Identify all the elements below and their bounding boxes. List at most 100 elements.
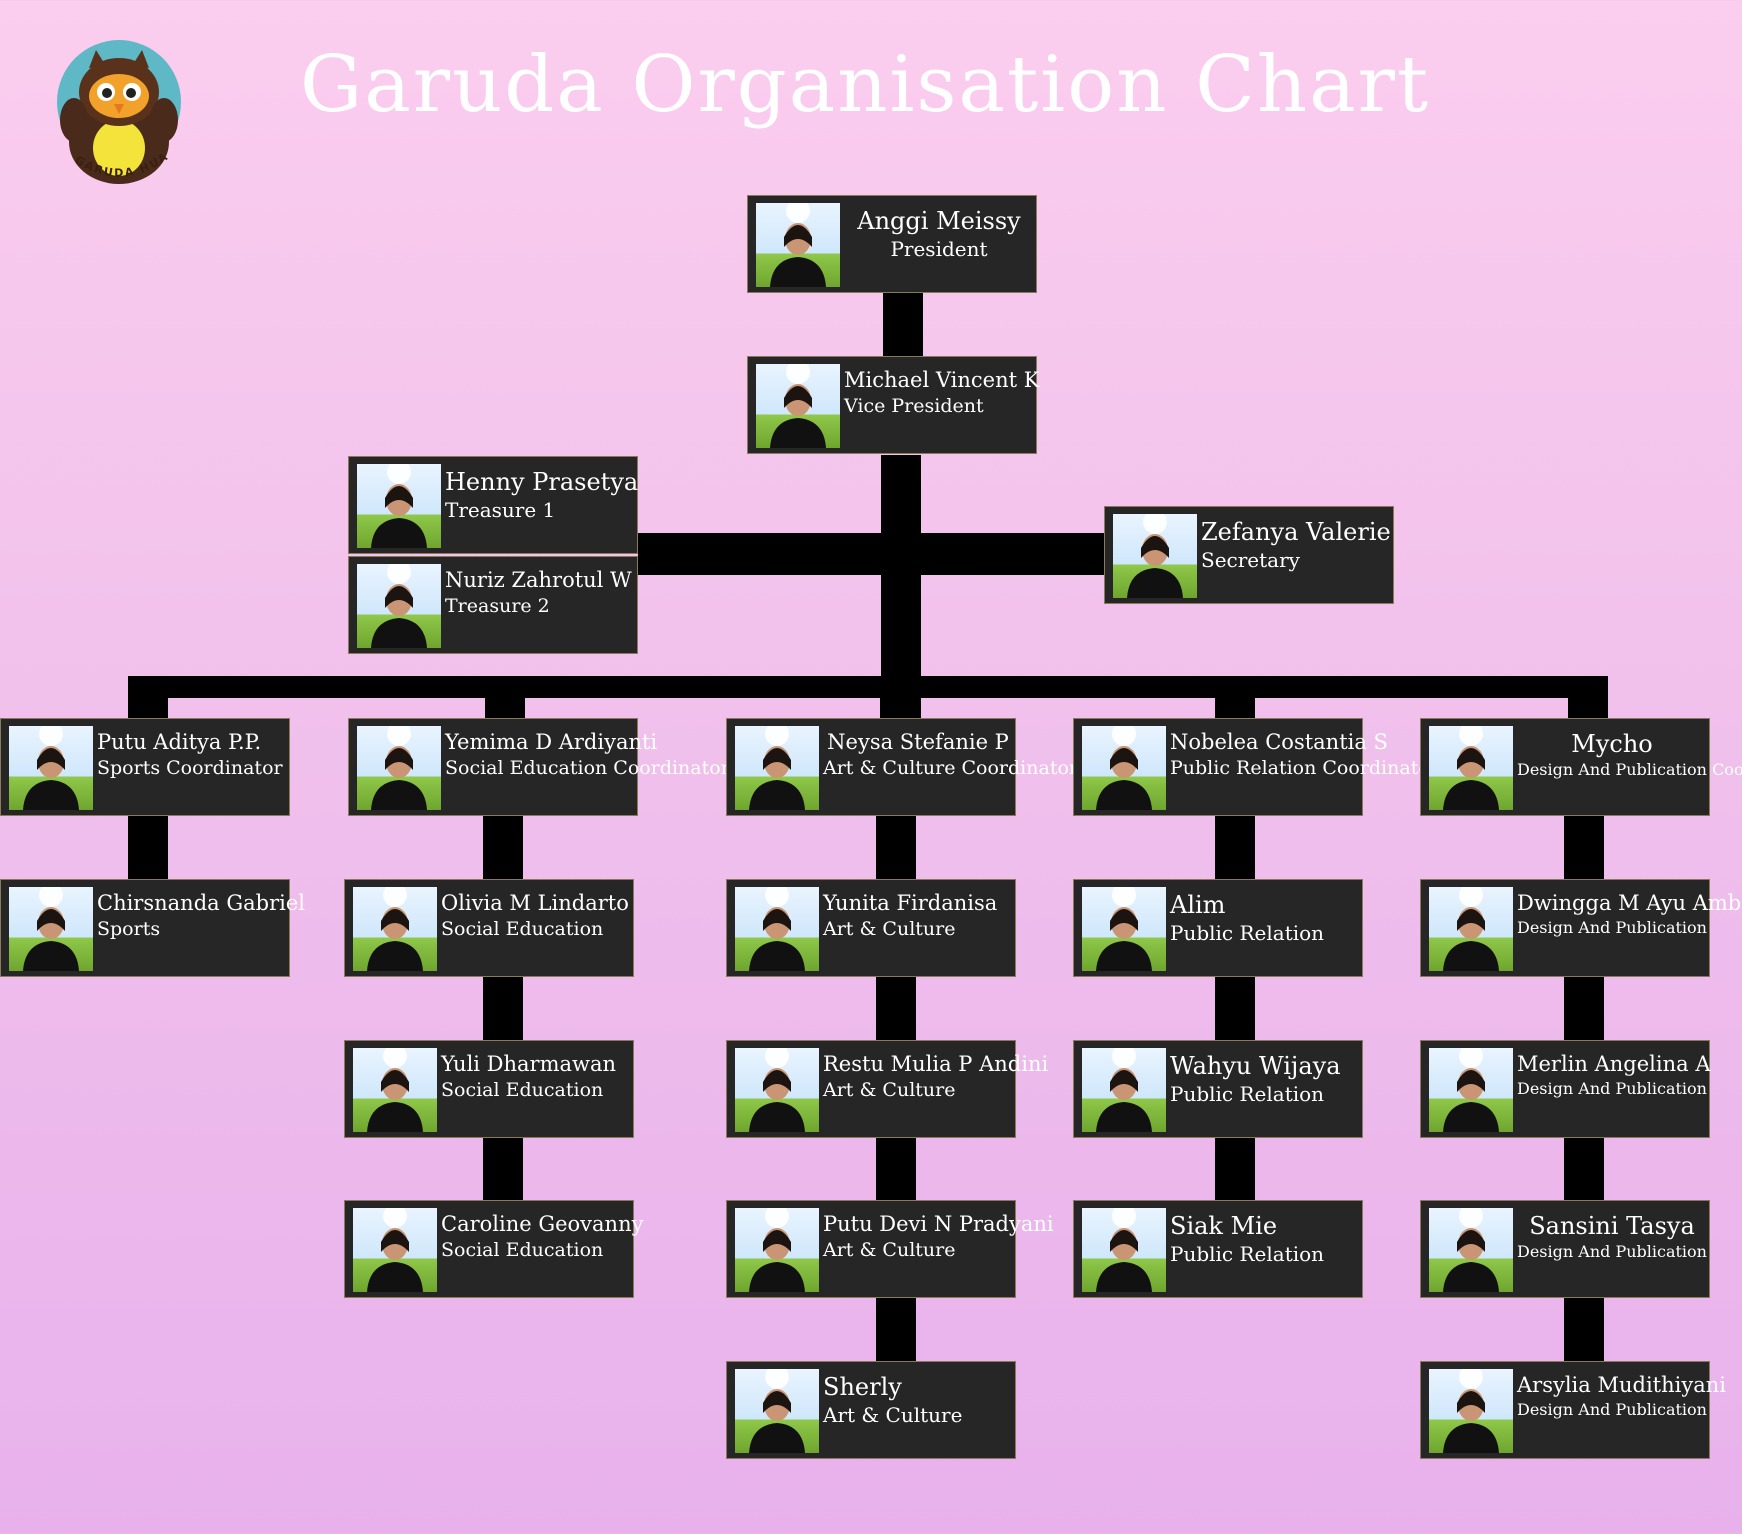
person-avatar-icon <box>371 464 427 548</box>
member-photo <box>735 887 819 971</box>
connector-treasury-secretary <box>638 533 1104 575</box>
connector-social-col <box>483 814 523 1204</box>
person-avatar-icon <box>770 203 826 287</box>
member-role: Design And Publication <box>1517 918 1707 937</box>
person-avatar-icon <box>749 726 805 810</box>
person-avatar-icon <box>1096 1208 1152 1292</box>
member-name: Sansini Tasya <box>1529 1212 1695 1240</box>
member-role: President <box>890 237 988 261</box>
member-role: Social Education <box>441 1239 604 1261</box>
member-role: Public Relation <box>1170 1082 1325 1106</box>
member-card-michael-vincent-k: Michael Vincent K Vice President <box>747 356 1040 454</box>
member-name: Mycho <box>1571 730 1653 758</box>
member-name: Caroline Geovanny <box>441 1212 644 1236</box>
member-name: Yunita Firdanisa <box>823 891 998 915</box>
member-role: Design And Publication <box>1517 1400 1707 1419</box>
member-photo <box>357 464 441 548</box>
member-photo <box>735 1048 819 1132</box>
person-avatar-icon <box>749 1048 805 1132</box>
person-avatar-icon <box>371 564 427 648</box>
member-photo <box>9 887 93 971</box>
member-photo <box>353 887 437 971</box>
member-role: Social Education <box>441 1079 604 1101</box>
member-name: Michael Vincent K <box>844 368 1040 392</box>
garuda-huada-logo: GARUDA HUADA <box>38 20 194 200</box>
member-info: Michael Vincent K Vice President <box>844 367 1040 447</box>
member-card-merlin-angelina-a: Merlin Angelina A Design And Publication <box>1420 1040 1710 1138</box>
connector-drop-sports <box>128 676 168 718</box>
person-avatar-icon <box>749 887 805 971</box>
member-photo <box>1429 1208 1513 1292</box>
member-role: Social Education Coordinator <box>445 757 730 779</box>
person-avatar-icon <box>23 726 79 810</box>
member-name: Arsylia Mudithiyani <box>1517 1373 1726 1397</box>
member-role: Art & Culture <box>823 1079 956 1101</box>
person-avatar-icon <box>749 1208 805 1292</box>
member-name: Restu Mulia P Andini <box>823 1052 1049 1076</box>
member-name: Olivia M Lindarto <box>441 891 629 915</box>
member-name: Neysa Stefanie P <box>827 730 1009 754</box>
member-name: Dwingga M Ayu Ambarwati <box>1517 891 1742 915</box>
member-photo <box>1113 514 1197 598</box>
member-photo <box>357 726 441 810</box>
member-role: Vice President <box>844 395 984 417</box>
member-photo <box>353 1208 437 1292</box>
member-role: Public Relation <box>1170 1242 1325 1266</box>
connector-division-bar <box>128 676 1608 698</box>
person-avatar-icon <box>749 1369 805 1453</box>
connector-drop-social <box>485 676 525 718</box>
member-photo <box>357 564 441 648</box>
person-avatar-icon <box>1127 514 1183 598</box>
member-name: Merlin Angelina A <box>1517 1052 1711 1076</box>
member-photo <box>735 726 819 810</box>
person-avatar-icon <box>1096 887 1152 971</box>
member-photo <box>735 1208 819 1292</box>
connector-president-vp <box>883 290 923 358</box>
connector-drop-pr <box>1215 676 1255 718</box>
connector-drop-art <box>880 676 920 718</box>
person-avatar-icon <box>23 887 79 971</box>
member-name: Anggi Meissy <box>857 207 1021 235</box>
member-name: Yemima D Ardiyanti <box>445 730 658 754</box>
member-role: Art & Culture Coordinator <box>823 757 1078 779</box>
person-avatar-icon <box>1096 1048 1152 1132</box>
member-name: Putu Aditya P.P. <box>97 730 262 754</box>
person-avatar-icon <box>1443 1048 1499 1132</box>
member-name: Nuriz Zahrotul W <box>445 568 632 592</box>
member-name: Putu Devi N Pradyani <box>823 1212 1054 1236</box>
member-name: Siak Mie <box>1170 1212 1278 1240</box>
member-name: Henny Prasetya <box>445 468 639 496</box>
member-name: Zefanya Valerie <box>1201 518 1391 546</box>
member-name: Alim <box>1170 891 1226 919</box>
member-name: Wahyu Wijaya <box>1170 1052 1341 1080</box>
person-avatar-icon <box>371 726 427 810</box>
member-role: Public Relation <box>1170 921 1325 945</box>
connector-drop-design <box>1568 676 1608 718</box>
member-photo <box>735 1369 819 1453</box>
member-card-dwingga-m-ayu-ambarwati: Dwingga M Ayu AmbarwatiDesign And Public… <box>1420 879 1742 977</box>
member-photo <box>1429 887 1513 971</box>
member-info: Dwingga M Ayu AmbarwatiDesign And Public… <box>1517 890 1742 970</box>
member-role: Social Education <box>441 918 604 940</box>
member-card-putu-aditya-p-p: Putu Aditya P.P.Sports Coordinator <box>0 718 290 816</box>
member-role: Treasure 2 <box>445 595 550 617</box>
member-photo <box>1082 1208 1166 1292</box>
member-role: Design And Publication <box>1517 1079 1707 1098</box>
